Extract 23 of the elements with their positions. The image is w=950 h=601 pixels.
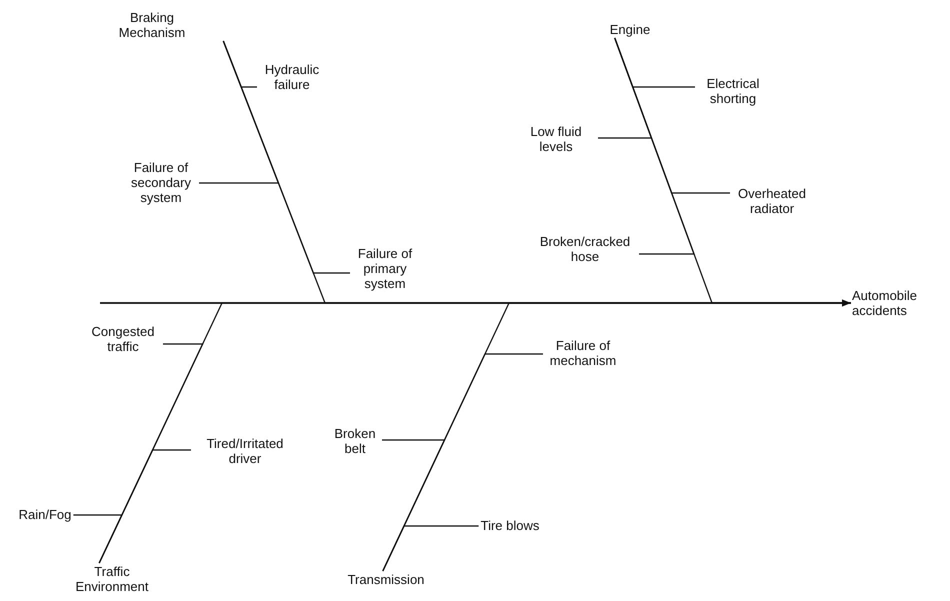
cause-label: Rain/Fog (18, 507, 72, 522)
cause-label: Electrical shorting (697, 76, 769, 106)
cause-label: Failure of primary system (352, 246, 418, 291)
cause-label: Failure of secondary system (125, 160, 197, 205)
cause-label: Failure of mechanism (545, 338, 621, 368)
category-label: Traffic Environment (68, 564, 156, 594)
bone-line (222, 40, 350, 274)
category-label: Transmission (348, 572, 424, 587)
cause-label: Hydraulic failure (259, 62, 325, 92)
cause-label: Broken/cracked hose (533, 234, 637, 264)
bone-line (382, 525, 479, 572)
category-label: Engine (610, 22, 650, 37)
cause-label: Overheated radiator (732, 186, 812, 216)
bone-line (73, 514, 123, 564)
cause-label: Broken belt (330, 426, 380, 456)
category-label: Braking Mechanism (110, 10, 194, 40)
cause-label: Tire blows (480, 518, 540, 533)
bone-line (614, 38, 695, 255)
effect-label: Automobile accidents (852, 288, 942, 318)
cause-label: Tired/Irritated driver (193, 436, 297, 466)
spine-arrow (100, 299, 851, 307)
cause-label: Congested traffic (85, 324, 161, 354)
cause-label: Low fluid levels (516, 124, 596, 154)
